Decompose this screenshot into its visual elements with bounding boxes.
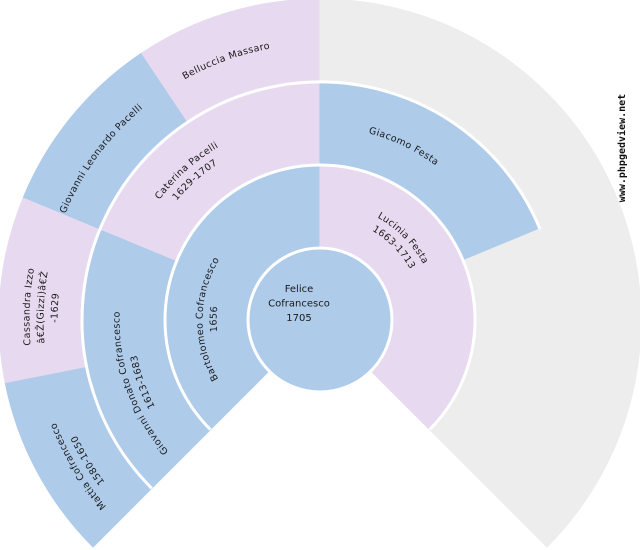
sector-label: 1656 (208, 305, 220, 332)
center-person-sector[interactable] (246, 246, 394, 394)
ring-separator-arc (163, 163, 477, 431)
ring-separator-arc (80, 80, 542, 490)
phpgedview-watermark-link[interactable]: www.phpgedview.net (616, 94, 628, 202)
sector-label: â€Ž(Gizzi)â€Ž (35, 270, 51, 344)
sector-label: -1629 (49, 292, 61, 322)
